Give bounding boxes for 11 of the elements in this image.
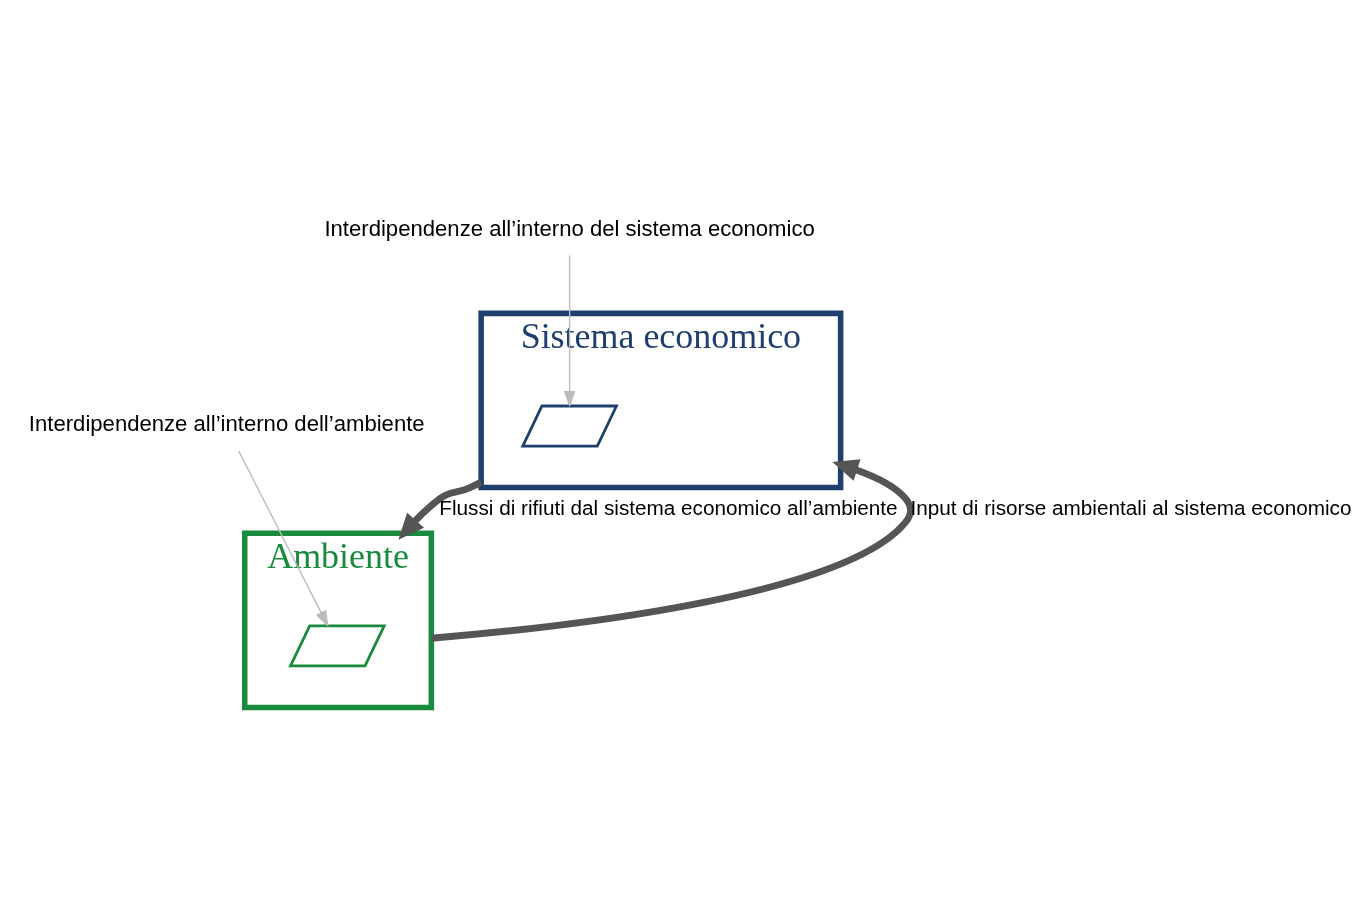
arrow (563, 254, 576, 408)
cluster: Sistema economico (478, 310, 844, 490)
node-parallelogram (520, 404, 619, 447)
arrow (398, 478, 483, 540)
arrow (238, 449, 329, 627)
node-text: Interdipendenze all’interno dell’ambiente (28, 410, 425, 436)
cluster: Ambiente (241, 529, 435, 710)
node-parallelogram (288, 623, 387, 667)
node-text: Interdipendenze all’interno del sistema economico (324, 215, 815, 241)
edge-label: Input di risorse ambientali al sistema economico (910, 495, 1352, 519)
edge-label: Flussi di rifiuti dal sistema economico all’ambiente (439, 495, 898, 519)
